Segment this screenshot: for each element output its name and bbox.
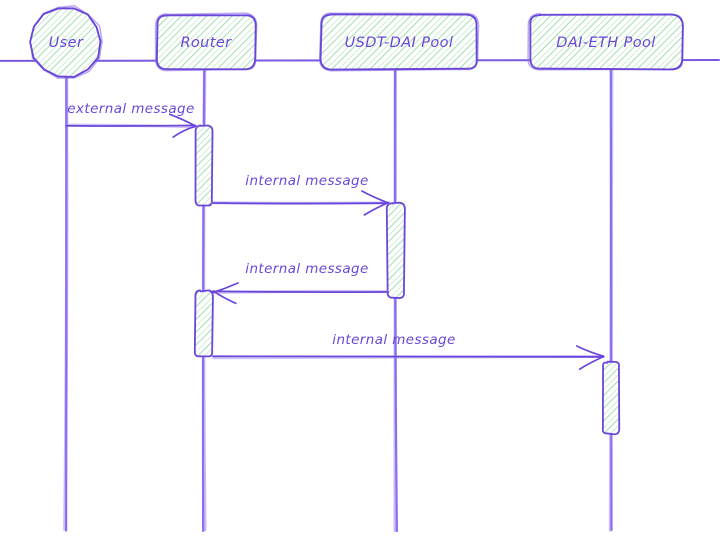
participant-usdtdai[interactable]: USDT-DAI Pool	[318, 12, 480, 72]
message-label: external message	[67, 101, 194, 117]
lifelines-layer	[63, 68, 614, 533]
participant-shape	[319, 13, 478, 71]
participant-router[interactable]: Router	[154, 12, 258, 72]
lifeline-user	[63, 72, 69, 532]
participant-nodes-layer: User Router USDT-DAI Pool DAI-ETH Pool	[29, 4, 684, 79]
message-msg-1: external message	[64, 101, 198, 138]
participant-user[interactable]: User	[29, 4, 103, 79]
participant-label: DAI-ETH Pool	[556, 35, 655, 51]
participant-shape	[529, 13, 684, 71]
message-label: internal message	[245, 261, 368, 277]
lifeline-usdtdai	[393, 68, 399, 533]
arrowhead-icon	[361, 190, 390, 216]
activation-bar	[194, 124, 214, 207]
participant-shape	[29, 7, 102, 78]
message-line	[211, 202, 390, 205]
activation-bar	[601, 360, 621, 436]
messages-layer: external message internal message internal…	[64, 101, 605, 370]
activation-bar	[385, 201, 406, 299]
message-line	[211, 290, 390, 293]
arrowhead-icon	[168, 113, 197, 138]
message-label: internal message	[245, 173, 368, 189]
message-msg-3: internal message	[211, 261, 390, 305]
participant-daieth[interactable]: DAI-ETH Pool	[527, 12, 684, 71]
activations-layer	[193, 124, 621, 436]
arrowhead-icon	[575, 345, 605, 370]
arrowhead-icon	[211, 282, 239, 305]
message-line	[212, 355, 605, 358]
participant-label: User	[49, 35, 84, 51]
message-line	[65, 124, 197, 127]
message-msg-2: internal message	[210, 173, 390, 216]
message-msg-4: internal message	[212, 332, 605, 370]
participant-label: USDT-DAI Pool	[345, 35, 454, 51]
activation-bar	[193, 289, 214, 358]
participant-label: Router	[180, 35, 232, 51]
lifeline-daieth	[608, 68, 614, 532]
participant-shape	[155, 14, 257, 71]
message-label: internal message	[332, 332, 455, 348]
